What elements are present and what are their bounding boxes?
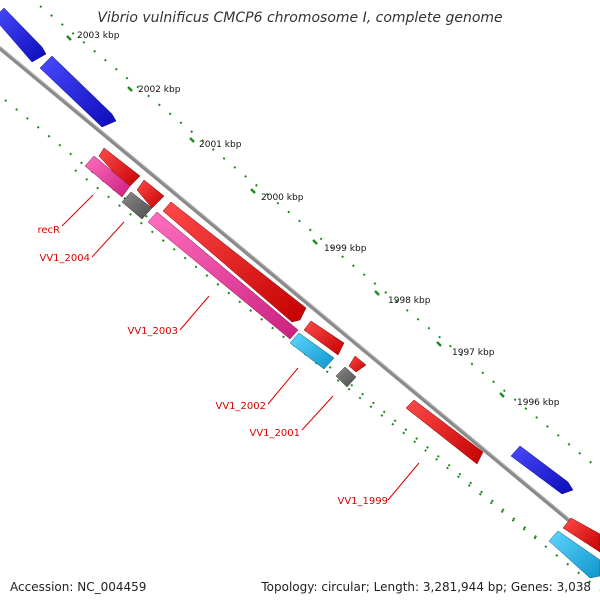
- gray-gene[interactable]: [121, 191, 153, 220]
- kbp-label: 1998 kbp: [388, 296, 431, 306]
- kbp-label: 2000 kbp: [261, 193, 304, 203]
- reverse-gene-arrow[interactable]: [348, 355, 367, 373]
- backbone-line: [0, 45, 600, 549]
- kbp-label: 1996 kbp: [517, 398, 560, 408]
- kbp-label: 2002 kbp: [138, 85, 181, 95]
- cyan-gene[interactable]: [548, 530, 600, 579]
- gray-gene[interactable]: [335, 366, 357, 388]
- gene-label-recr: recR: [38, 225, 61, 236]
- kbp-label: 1999 kbp: [324, 244, 367, 254]
- gene-label-vv1-2004: VV1_2004: [40, 253, 91, 264]
- inner-dotted-line: [74, 169, 600, 591]
- reverse-gene-arrow[interactable]: [303, 320, 345, 356]
- kbp-label: 2003 kbp: [77, 31, 120, 41]
- map-title: Vibrio vulnificus CMCP6 chromosome I, co…: [97, 10, 503, 26]
- kbp-scale-line: [39, 5, 600, 471]
- kbp-label: 2001 kbp: [199, 140, 242, 150]
- gene-label-vv1-2001: VV1_2001: [250, 428, 301, 439]
- label-leaders: [61, 194, 420, 501]
- gene-label-vv1-1999: VV1_1999: [338, 496, 389, 507]
- backbone-highlight: [0, 45, 600, 545]
- forward-gene-arrow[interactable]: [39, 55, 117, 128]
- kbp-label: 1997 kbp: [452, 348, 495, 358]
- reverse-gene-arrow[interactable]: [136, 179, 165, 209]
- reverse-gene-arrow[interactable]: [562, 517, 600, 553]
- pink-gene[interactable]: [84, 155, 131, 198]
- gene-label-vv1-2002: VV1_2002: [216, 401, 267, 412]
- forward-gene-arrow[interactable]: [0, 7, 47, 63]
- gene-label-vv1-2003: VV1_2003: [128, 326, 179, 337]
- pink-gene[interactable]: [147, 211, 299, 340]
- accession-label: Accession: NC_004459: [10, 580, 147, 594]
- forward-gene-arrow[interactable]: [510, 445, 574, 495]
- cyan-gene[interactable]: [289, 332, 335, 370]
- topology-label: Topology: circular; Length: 3,281,944 bp…: [261, 580, 591, 594]
- kbp-tick-marks: [66, 35, 505, 398]
- reverse-gene-arrow[interactable]: [405, 399, 484, 465]
- reverse-gene-arrow[interactable]: [162, 201, 307, 323]
